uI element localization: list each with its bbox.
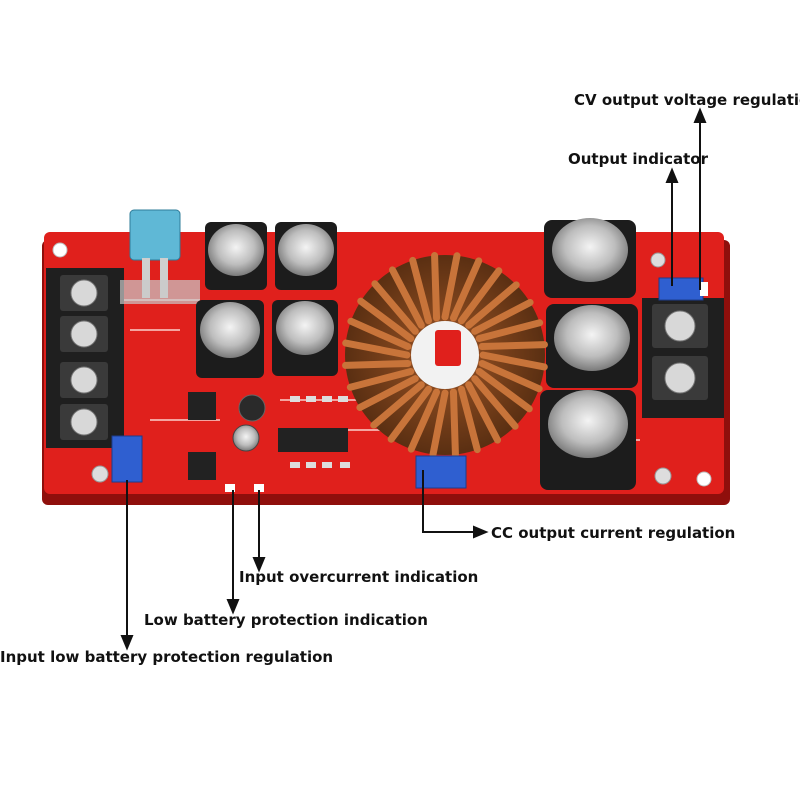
copper-winding bbox=[407, 388, 441, 453]
indicator-led bbox=[225, 484, 235, 492]
copper-winding bbox=[471, 298, 534, 335]
screw-icon bbox=[70, 279, 98, 307]
copper-winding bbox=[342, 339, 411, 359]
indicator-led bbox=[254, 484, 264, 492]
callout-input-overcurrent-indication: Input overcurrent indication bbox=[239, 568, 479, 586]
mount-hole bbox=[91, 465, 109, 483]
copper-winding bbox=[478, 341, 548, 351]
copper-winding bbox=[387, 385, 433, 443]
capacitor bbox=[272, 300, 338, 376]
screw-icon bbox=[664, 310, 696, 342]
copper-winding bbox=[465, 281, 520, 329]
output-indicator-led bbox=[700, 282, 708, 296]
leader-lines bbox=[120, 107, 707, 651]
copper-winding bbox=[431, 252, 441, 322]
copper-winding bbox=[475, 319, 544, 343]
screw-icon bbox=[664, 362, 696, 394]
screw-icon bbox=[70, 366, 98, 394]
copper-winding bbox=[388, 266, 425, 329]
control-circuit bbox=[188, 392, 350, 492]
arrowhead-icon bbox=[693, 107, 707, 123]
arrowhead-icon bbox=[665, 167, 679, 183]
copper-winding bbox=[347, 317, 412, 351]
input-terminal-block bbox=[46, 268, 124, 448]
copper-winding bbox=[457, 385, 481, 454]
callout-low-battery-protection-indication: Low battery protection indication bbox=[144, 611, 428, 629]
callout-input-low-battery-protection-regulation: Input low battery protection regulation bbox=[0, 648, 334, 666]
copper-winding bbox=[371, 280, 419, 335]
copper-winding bbox=[475, 367, 533, 413]
mount-hole bbox=[696, 471, 712, 487]
copper-winding bbox=[409, 256, 433, 325]
capacitor bbox=[205, 222, 267, 290]
capacitor bbox=[546, 304, 638, 388]
trimmers bbox=[111, 277, 708, 489]
fuse bbox=[120, 209, 200, 304]
callout-cv-output-voltage-regulation: CV output voltage regulation bbox=[574, 91, 800, 109]
screw-icon bbox=[70, 320, 98, 348]
trimmer-cv-voltage bbox=[658, 277, 704, 301]
copper-winding bbox=[479, 351, 548, 371]
copper-winding bbox=[356, 375, 419, 412]
copper-winding bbox=[457, 267, 503, 325]
copper-winding bbox=[478, 359, 543, 393]
arrowhead-icon bbox=[120, 635, 134, 651]
mount-hole bbox=[52, 242, 68, 258]
copper-winding bbox=[342, 359, 412, 369]
arrowhead-icon bbox=[473, 525, 489, 539]
mount-hole bbox=[654, 467, 672, 485]
toroidal-inductor bbox=[342, 252, 548, 458]
capacitor bbox=[540, 390, 636, 490]
callout-output-indicator: Output indicator bbox=[568, 150, 708, 168]
output-terminal-block bbox=[642, 298, 724, 418]
trimmer-input-low-battery bbox=[111, 435, 143, 483]
arrowhead-icon bbox=[252, 557, 266, 573]
copper-winding bbox=[471, 375, 519, 430]
copper-winding bbox=[346, 367, 415, 391]
capacitors bbox=[196, 218, 638, 490]
mount-hole bbox=[650, 252, 666, 268]
copper-winding bbox=[449, 388, 459, 458]
copper-winding bbox=[429, 389, 449, 458]
callout-cc-output-current-regulation: CC output current regulation bbox=[491, 524, 736, 542]
capacitor bbox=[544, 218, 636, 298]
small-capacitor bbox=[232, 424, 260, 452]
trimmer-cc-current bbox=[415, 455, 467, 489]
copper-winding bbox=[449, 257, 483, 322]
screw-icon bbox=[70, 408, 98, 436]
capacitor bbox=[275, 222, 337, 290]
copper-winding bbox=[441, 252, 461, 321]
copper-windings bbox=[342, 252, 548, 458]
leader-cc bbox=[422, 470, 478, 533]
copper-winding bbox=[370, 381, 425, 429]
arrowhead-icon bbox=[226, 599, 240, 615]
small-inductor bbox=[238, 394, 266, 422]
copper-winding bbox=[357, 297, 415, 343]
capacitor bbox=[196, 300, 264, 378]
copper-winding bbox=[465, 381, 502, 444]
